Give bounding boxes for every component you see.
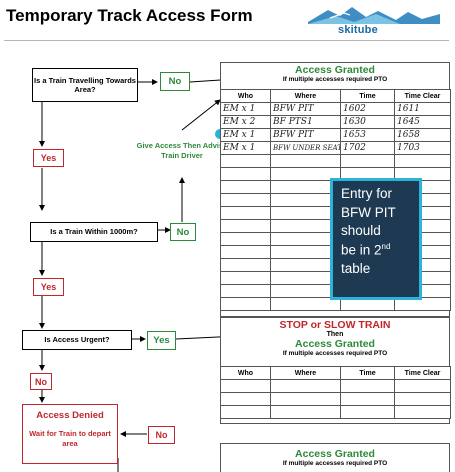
table-row: EM x 1 BFW PIT 1602 1611	[220, 102, 451, 116]
form-title: Temporary Track Access Form	[6, 6, 253, 25]
access-table-1-header: Access Granted If multiple accesses requ…	[220, 64, 450, 83]
table-cell: 1630	[340, 115, 395, 129]
table-cell: BFW PIT	[270, 102, 341, 116]
column-header: Time	[340, 89, 395, 103]
callout-superscript: nd	[381, 241, 391, 251]
table-cell: 1703	[394, 141, 451, 155]
table-cell: 1611	[394, 102, 451, 116]
annotation-callout: Entry for BFW PIT should be in 2nd table	[330, 178, 422, 300]
answer-no-urgent: No	[30, 373, 52, 390]
answer-no-denied: No	[148, 426, 175, 444]
table-cell: EM x 1	[220, 128, 271, 142]
column-header: Who	[220, 89, 271, 103]
column-header: Time Clear	[394, 89, 451, 103]
table-header-row: Who Where Time Time Clear	[220, 89, 451, 103]
table-row: EM x 1 BFW UNDER SEATS 1702 1703	[220, 141, 451, 155]
access-table-1-subtitle: If multiple accesses required PTO	[282, 76, 388, 83]
table-cell: 1702	[340, 141, 395, 155]
callout-line-5: table	[341, 261, 371, 276]
table-cell: 1602	[340, 102, 395, 116]
table-row-empty	[220, 297, 451, 311]
table-cell: BFW PIT	[270, 128, 341, 142]
logo-text: skitube	[338, 24, 378, 36]
callout-line-1: Entry for	[341, 186, 393, 201]
table-row-empty	[220, 392, 451, 406]
answer-yes-1: Yes	[33, 149, 64, 167]
answer-no-2: No	[170, 223, 196, 241]
access-table-2-header: STOP or SLOW TRAIN Then Access Granted I…	[220, 319, 450, 357]
column-header: Time	[340, 366, 395, 380]
access-denied-title: Access Denied	[36, 410, 104, 421]
answer-yes-2: Yes	[33, 278, 64, 296]
column-header: Where	[270, 366, 341, 380]
question-train-travelling: Is a Train Travelling Towards Area?	[32, 68, 138, 102]
column-header: Who	[220, 366, 271, 380]
question-train-within-1000m: Is a Train Within 1000m?	[30, 222, 158, 242]
access-table-3-header: Access Granted If multiple accesses requ…	[220, 448, 450, 467]
then-label: Then	[326, 331, 344, 338]
access-table-2-title: Access Granted	[295, 338, 375, 350]
table-cell: BF PTS1	[270, 115, 341, 129]
table-cell: 1645	[394, 115, 451, 129]
stop-or-slow-train-title: STOP or SLOW TRAIN	[279, 319, 391, 331]
access-table-2-subtitle: If multiple accesses required PTO	[282, 350, 388, 357]
access-table-2: Who Where Time Time Clear	[220, 366, 451, 419]
access-denied-box: Access Denied Wait for Train to depart a…	[22, 404, 118, 464]
table-cell: EM x 1	[220, 102, 271, 116]
table-row: EM x 1 BFW PIT 1653 1658	[220, 128, 451, 142]
callout-line-3: should	[341, 223, 381, 239]
access-table-3-subtitle: If multiple accesses required PTO	[282, 460, 388, 467]
table-cell: 1658	[394, 128, 451, 142]
access-denied-instruction: Wait for Train to depart area	[29, 429, 111, 448]
table-row-empty	[220, 154, 451, 168]
table-cell: BFW UNDER SEATS	[270, 141, 341, 155]
table-cell: EM x 2	[220, 115, 271, 129]
table-row-empty	[220, 405, 451, 419]
table-row: EM x 2 BF PTS1 1630 1645	[220, 115, 451, 129]
access-table-3-frame	[220, 443, 450, 472]
callout-line-2: BFW PIT	[341, 204, 396, 220]
mountain-logo-icon	[308, 7, 440, 24]
answer-yes-urgent: Yes	[147, 331, 176, 350]
access-table-3-title: Access Granted	[295, 448, 375, 460]
title-divider	[4, 40, 449, 41]
table-cell: EM x 1	[220, 141, 271, 155]
question-access-urgent: Is Access Urgent?	[22, 330, 132, 350]
callout-line-4: be in 2nd	[341, 241, 419, 260]
answer-no-1: No	[160, 72, 190, 91]
skitube-logo	[300, 2, 448, 40]
table-row-empty	[220, 379, 451, 393]
give-access-note: Give Access Then Advise Train Driver	[136, 141, 228, 161]
callout-line-4-text: be in 2	[341, 242, 382, 258]
access-table-1-title: Access Granted	[295, 64, 375, 76]
column-header: Time Clear	[394, 366, 451, 380]
table-cell: 1653	[340, 128, 395, 142]
column-header: Where	[270, 89, 341, 103]
table-header-row: Who Where Time Time Clear	[220, 366, 451, 380]
